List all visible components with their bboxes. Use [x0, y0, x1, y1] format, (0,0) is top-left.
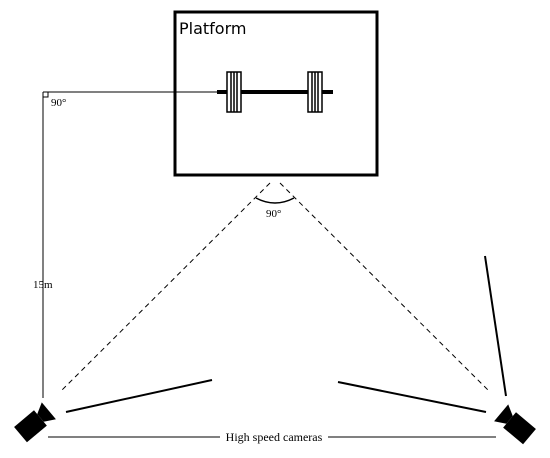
- corner-angle-label: 90°: [51, 97, 66, 109]
- distance-label: 15m: [33, 279, 53, 291]
- left-camera-icon: [14, 402, 56, 443]
- left-camera-line: [65, 379, 213, 413]
- right-camera-line-low: [337, 381, 487, 413]
- platform-label: Platform: [179, 19, 246, 38]
- right-view-line: [279, 182, 491, 393]
- barbell-left-plates: [226, 71, 242, 113]
- platform: Platform: [173, 10, 379, 177]
- barbell-right-plates: [307, 71, 323, 113]
- camera-angle-label: 90°: [266, 208, 281, 220]
- left-view-line: [59, 182, 271, 393]
- platform-box: [173, 10, 379, 177]
- right-angle-marker: [43, 92, 49, 98]
- barbell-icon: [217, 71, 333, 113]
- view-angle-arc: [255, 197, 295, 204]
- right-camera-icon: [494, 404, 536, 445]
- cameras-label: High speed cameras: [226, 430, 323, 444]
- cameras-caption: High speed cameras: [48, 430, 496, 444]
- distance-dimension: 90° 15m: [33, 91, 217, 398]
- right-camera-line-high: [484, 255, 507, 397]
- camera-boundary-lines: [65, 255, 507, 413]
- view-lines: [59, 182, 491, 393]
